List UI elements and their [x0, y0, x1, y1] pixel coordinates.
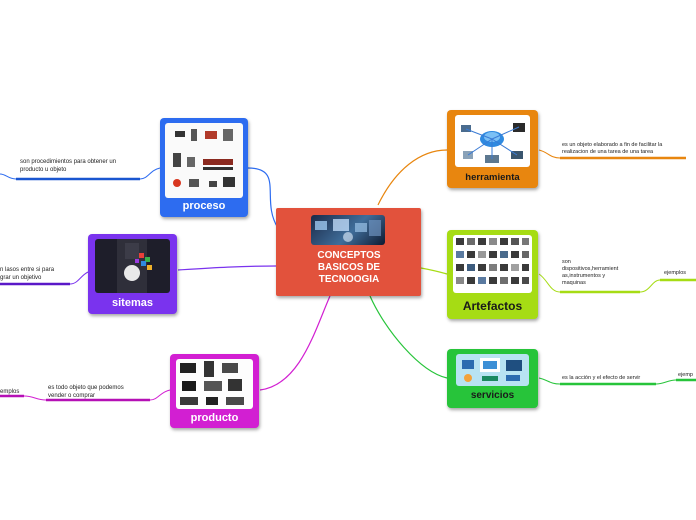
- node-producto[interactable]: producto: [170, 354, 259, 428]
- producto-image: [176, 359, 253, 409]
- node-proceso[interactable]: proceso: [160, 118, 248, 217]
- note-producto-ejemplos: emplos: [0, 389, 20, 395]
- proceso-image: [165, 123, 243, 198]
- note-artefactos-ejemplos: ejemplos: [664, 270, 687, 276]
- note-artefactos: son dispositivos,herramient as,instrumen…: [562, 259, 619, 286]
- note-herramienta: es un objeto elaborado a fin de facilita…: [562, 142, 663, 155]
- sitemas-label: sitemas: [112, 297, 153, 309]
- artefactos-label: Artefactos: [462, 299, 523, 313]
- herramienta-label: herramienta: [465, 172, 520, 183]
- note-sitemas: n lasos entre si para grar un objetivo: [0, 267, 55, 281]
- central-topic[interactable]: CONCEPTOS BASICOS DE TECNOOGIA: [276, 208, 421, 296]
- central-topic-title: CONCEPTOS BASICOS DE TECNOOGIA: [317, 250, 381, 285]
- central-topic-image: [311, 215, 385, 245]
- note-proceso: son procedimientos para obtener un produ…: [20, 159, 117, 173]
- note-producto: es todo objeto que podemos vender o comp…: [48, 385, 124, 399]
- servicios-image: [456, 354, 529, 386]
- proceso-label: proceso: [182, 200, 226, 212]
- note-servicios: es la acción y el efecto de servir: [562, 375, 641, 381]
- note-servicios-ejemplos: ejemp: [678, 372, 693, 378]
- producto-label: producto: [190, 412, 239, 424]
- node-sitemas[interactable]: sitemas: [88, 234, 177, 314]
- artefactos-image: [453, 235, 532, 293]
- sitemas-image: [95, 239, 170, 293]
- node-herramienta[interactable]: herramienta: [447, 110, 538, 188]
- herramienta-image: [455, 115, 530, 167]
- node-artefactos[interactable]: Artefactos: [447, 230, 538, 319]
- servicios-label: servicios: [470, 390, 515, 401]
- node-servicios[interactable]: servicios: [447, 349, 538, 408]
